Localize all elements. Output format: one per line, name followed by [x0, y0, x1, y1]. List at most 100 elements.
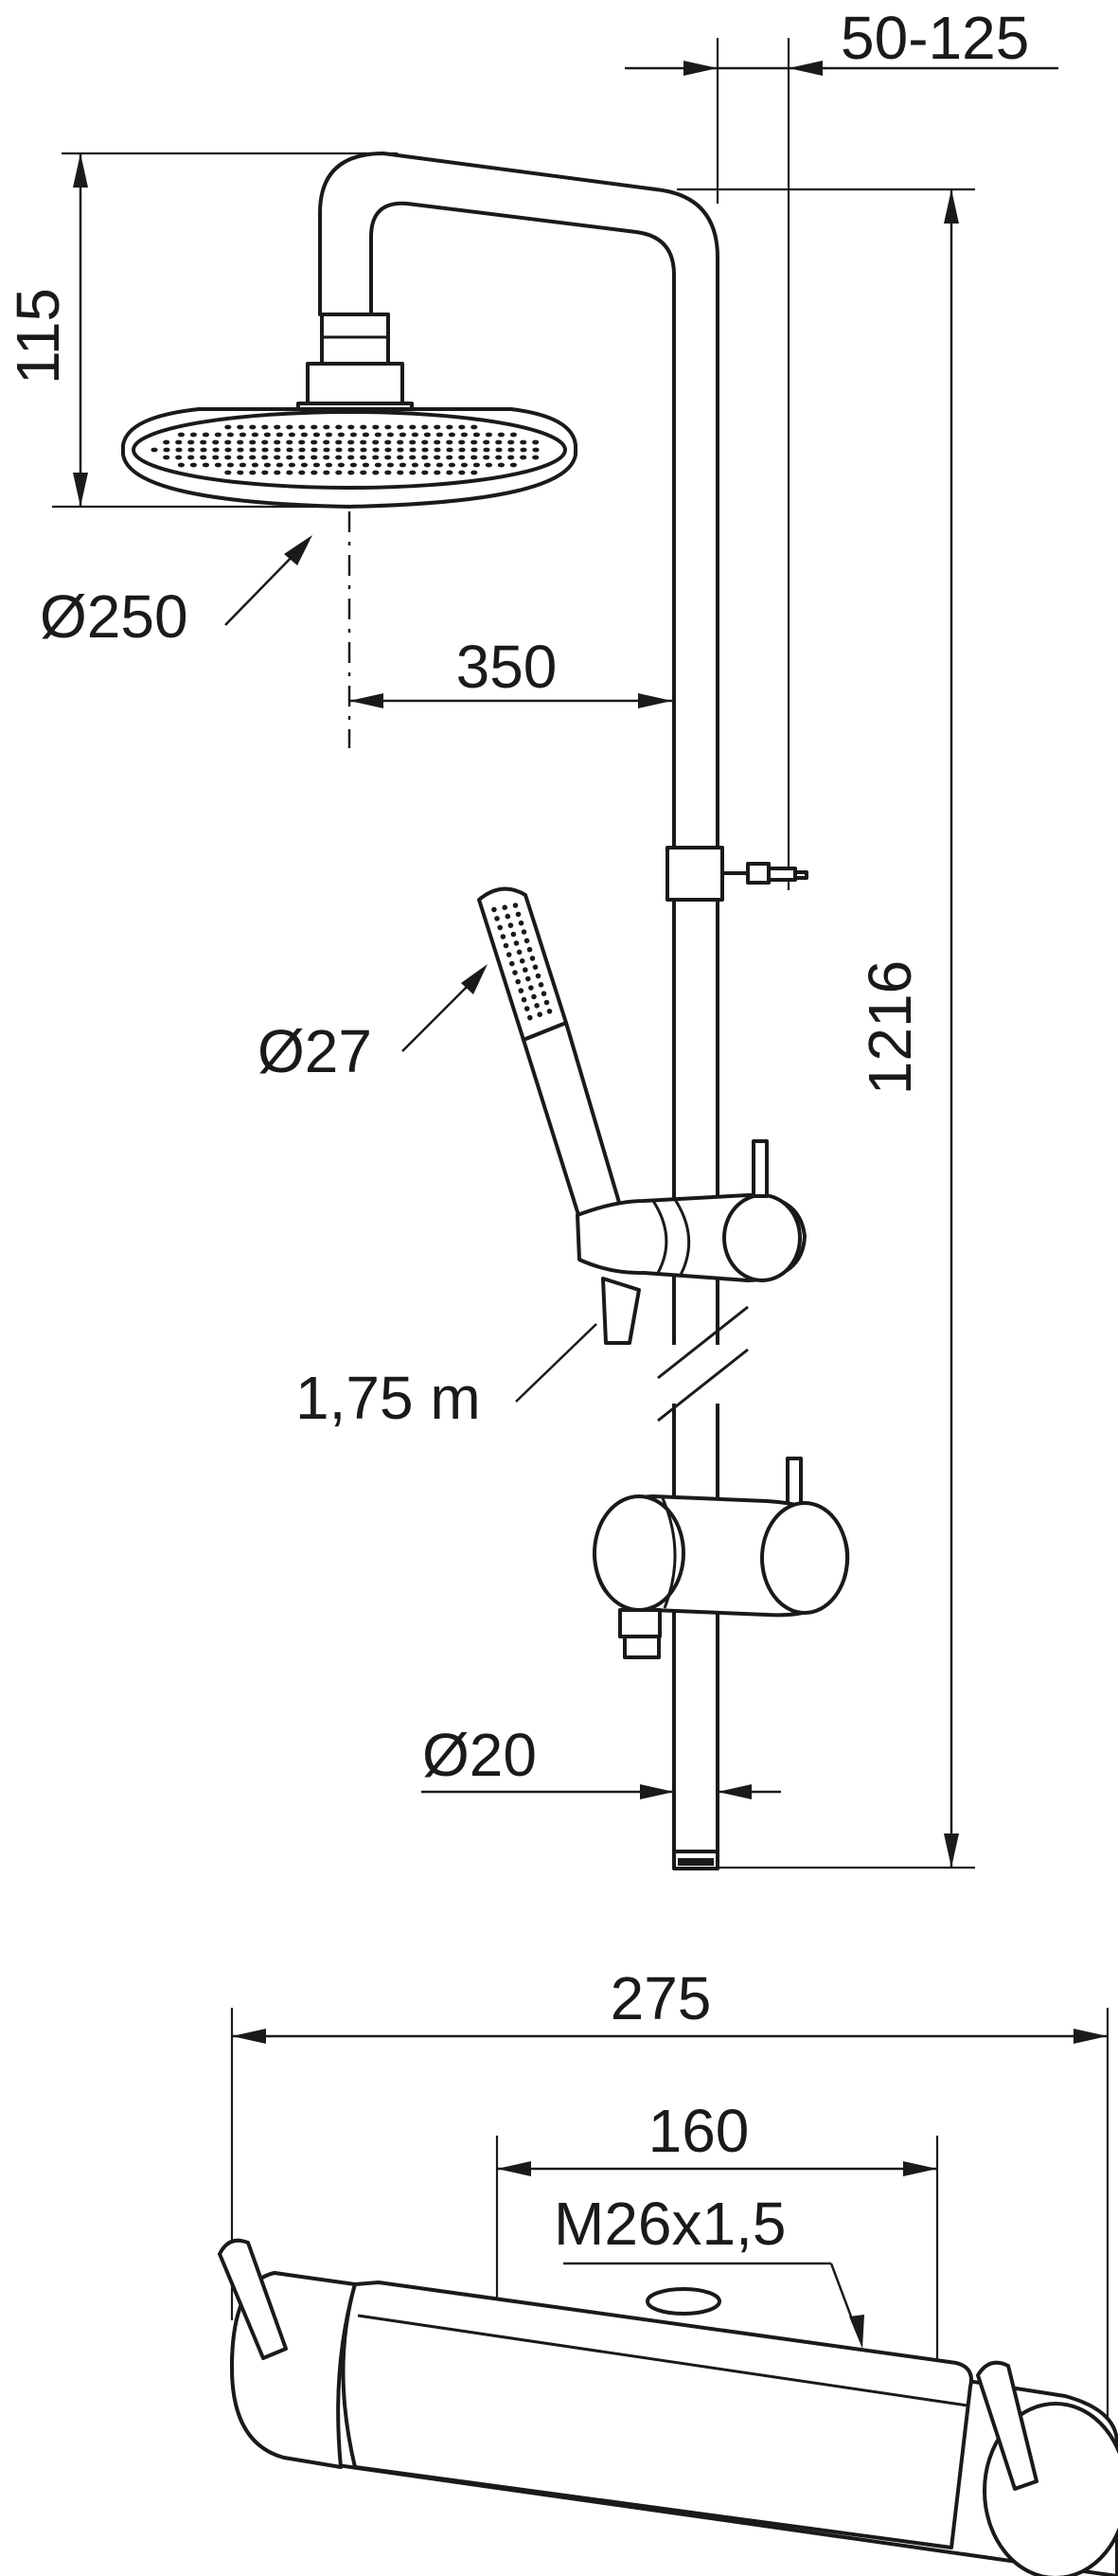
nozzle-dot	[411, 462, 418, 468]
nozzle-dot	[360, 470, 367, 475]
nozzle-dot	[470, 439, 478, 445]
dim-hose-length-label: 1,75 m	[295, 1364, 481, 1432]
nozzle-dot	[506, 952, 512, 957]
nozzle-dot	[360, 455, 367, 460]
nozzle-dot	[409, 470, 417, 475]
nozzle-dot	[214, 462, 222, 468]
dim-total-height-label: 1216	[856, 960, 924, 1095]
nozzle-dot	[532, 964, 539, 970]
nozzle-dot	[323, 455, 330, 460]
nozzle-dot	[202, 432, 209, 438]
nozzle-dot	[214, 432, 222, 438]
dim-hose-length: 1,75 m	[295, 1323, 597, 1432]
nozzle-dot	[224, 439, 232, 445]
nozzle-dot	[224, 447, 232, 453]
nozzle-dot	[546, 1009, 553, 1014]
nozzle-dot	[337, 432, 345, 438]
nozzle-dot	[274, 439, 281, 445]
nozzle-dot	[399, 432, 406, 438]
nozzle-dot	[527, 1014, 533, 1021]
nozzle-dot	[384, 447, 392, 453]
nozzle-dot	[189, 462, 197, 468]
slider-lower[interactable]	[593, 1457, 850, 1659]
dim-head-diameter-label: Ø250	[40, 582, 188, 651]
nozzle-dot	[274, 470, 281, 475]
nozzle-dot	[261, 455, 269, 460]
nozzle-dot	[509, 462, 518, 468]
nozzle-dot	[491, 906, 497, 913]
nozzle-dot	[335, 455, 343, 460]
nozzle-dot	[298, 455, 306, 460]
nozzle-dot	[521, 996, 527, 1003]
wall-bracket-top	[665, 846, 808, 902]
nozzle-dot	[175, 447, 183, 453]
dim-arm-reach: 350	[349, 633, 672, 708]
nozzle-dot	[347, 455, 355, 460]
nozzle-dot	[458, 447, 466, 453]
dim-inlet-spacing-label: 160	[648, 2097, 750, 2165]
nozzle-dot	[347, 424, 355, 430]
nozzle-dot	[263, 432, 271, 438]
nozzle-dot	[239, 432, 246, 438]
nozzle-dot	[151, 447, 158, 453]
slider-upper[interactable]	[576, 1139, 807, 1282]
nozzle-dot	[187, 439, 195, 445]
nozzle-dot	[311, 439, 318, 445]
nozzle-dot	[288, 432, 295, 438]
nozzle-dot	[520, 447, 527, 453]
dim-mixer-width: 275	[230, 1964, 1109, 2510]
nozzle-dot	[274, 455, 281, 460]
nozzle-dot	[384, 455, 392, 460]
nozzle-dot	[286, 470, 293, 475]
nozzle-dot	[458, 424, 466, 430]
nozzle-dot	[526, 946, 533, 953]
nozzle-dot	[237, 470, 244, 475]
dim-outlet-thread-label: M26x1,5	[554, 2190, 786, 2258]
nozzle-dot	[275, 432, 283, 438]
nozzle-dot	[311, 470, 318, 475]
nozzle-dot	[335, 439, 343, 445]
nozzle-dot	[347, 447, 355, 453]
nozzle-dot	[485, 462, 493, 468]
nozzle-dot	[525, 975, 531, 982]
nozzle-dot	[532, 439, 540, 445]
nozzle-dot	[347, 439, 355, 445]
nozzle-dot	[534, 1003, 540, 1009]
nozzle-dot	[200, 455, 207, 460]
nozzle-dot	[323, 424, 330, 430]
nozzle-dot	[532, 455, 540, 460]
nozzle-dot	[347, 470, 355, 475]
nozzle-dot	[458, 439, 466, 445]
nozzle-dot	[386, 462, 394, 468]
nozzle-dot	[495, 455, 503, 460]
nozzle-dot	[460, 462, 468, 468]
nozzle-dot	[325, 432, 332, 438]
nozzle-dot	[494, 916, 500, 921]
nozzle-dot	[360, 424, 367, 430]
nozzle-dot	[163, 447, 170, 453]
nozzle-dot	[434, 424, 441, 430]
nozzle-dot	[503, 942, 509, 949]
nozzle-dot	[212, 439, 220, 445]
nozzle-dot	[470, 455, 478, 460]
nozzle-dot	[362, 432, 369, 438]
nozzle-dot	[251, 432, 258, 438]
nozzle-dot	[423, 432, 431, 438]
nozzle-dot	[397, 470, 404, 475]
nozzle-dot	[237, 439, 244, 445]
nozzle-dot	[446, 455, 453, 460]
nozzle-dot	[495, 439, 503, 445]
nozzle-dot	[163, 455, 170, 460]
nozzle-dot	[532, 447, 540, 453]
nozzle-dot	[510, 931, 517, 938]
nozzle-dot	[349, 432, 357, 438]
nozzle-dot	[537, 1011, 542, 1017]
nozzle-dot	[237, 455, 244, 460]
nozzle-dot	[224, 424, 232, 430]
nozzle-dot	[502, 904, 507, 910]
nozzle-dot	[470, 424, 478, 430]
nozzle-dot	[261, 470, 269, 475]
nozzle-dot	[312, 432, 320, 438]
hand-shower-nozzles	[491, 903, 553, 1021]
